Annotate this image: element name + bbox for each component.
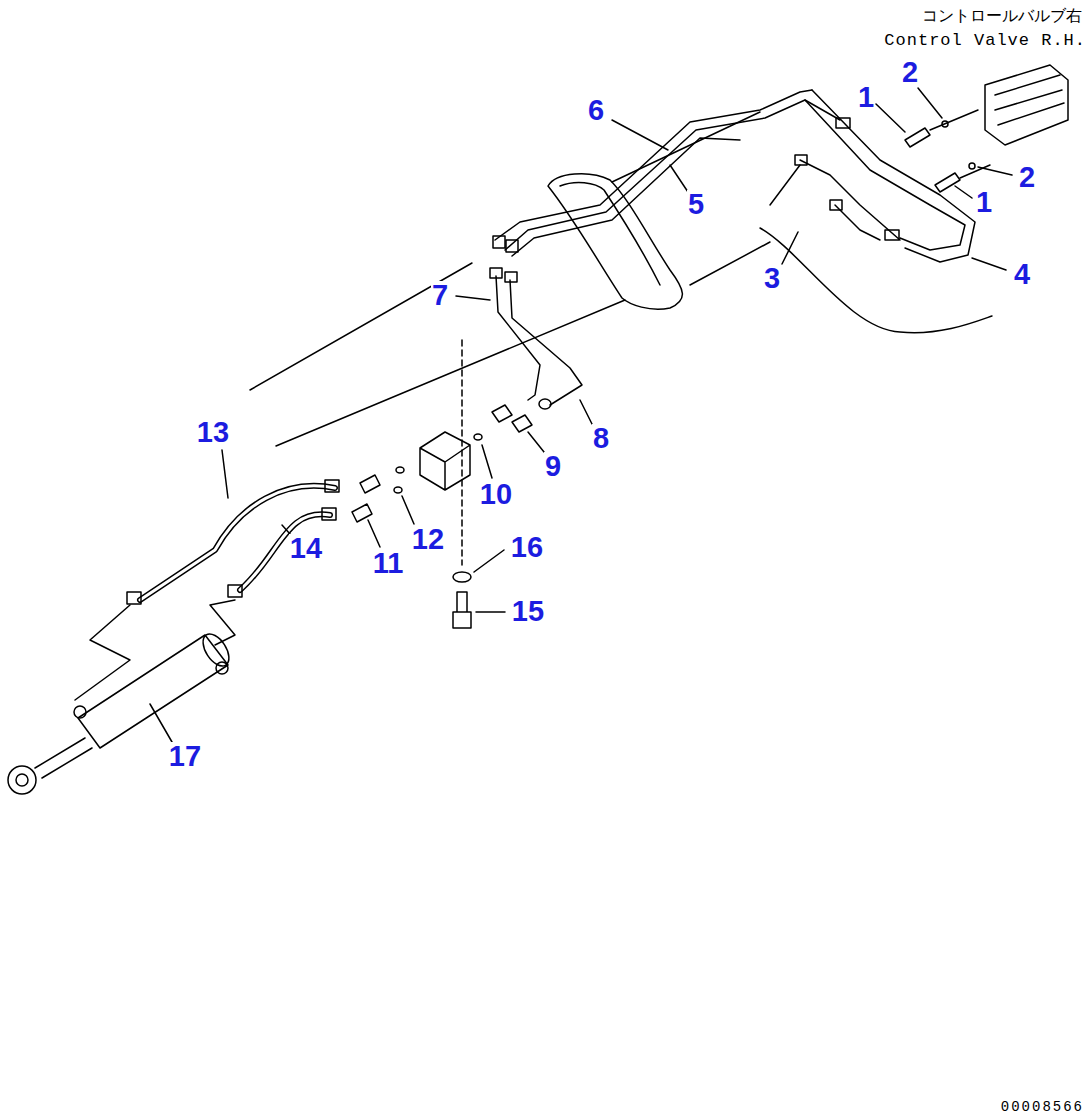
leader [955, 186, 972, 198]
leader [580, 400, 592, 424]
caption-english: Control Valve R.H. [884, 32, 1086, 49]
boom-edge [250, 263, 472, 390]
cylinder-port [74, 706, 86, 718]
leader [210, 600, 235, 645]
washer [453, 572, 471, 582]
hose [140, 486, 335, 600]
rod-eye [8, 766, 36, 794]
callout-number: 13 [196, 418, 230, 447]
pipe [512, 138, 740, 256]
callout-number: 2 [1018, 163, 1036, 192]
leader [456, 296, 490, 300]
cylinder-port [216, 662, 228, 674]
fitting [493, 236, 505, 248]
leader [918, 88, 942, 118]
hose-nut [325, 480, 339, 492]
fitting [506, 240, 518, 252]
leader [476, 611, 505, 613]
callout-number: 5 [687, 190, 705, 219]
boom-edge [760, 228, 992, 333]
cylinder [198, 629, 234, 670]
callout-number: 15 [511, 597, 545, 626]
callout-number: 12 [411, 525, 445, 554]
leader [368, 520, 380, 547]
pipe [495, 90, 812, 240]
drawing-number: 00008566 [1001, 1100, 1084, 1114]
cylinder-rod [35, 738, 92, 778]
fitting [539, 399, 551, 409]
pipe [505, 100, 840, 250]
bolt [453, 592, 471, 628]
callout-number: 1 [857, 83, 875, 112]
o-ring [474, 434, 482, 440]
fitting [935, 173, 960, 192]
leader [528, 432, 544, 452]
callout-number: 2 [901, 58, 919, 87]
control-valve [985, 65, 1068, 145]
pipe [496, 276, 540, 400]
callout-number: 10 [479, 480, 513, 509]
fitting [885, 230, 899, 240]
pipe [800, 160, 900, 240]
o-ring [396, 467, 404, 473]
leader [482, 445, 492, 478]
callout-number: 6 [587, 96, 605, 125]
boom-flange [560, 183, 660, 285]
leader [612, 120, 668, 150]
leader [75, 605, 130, 700]
fitting [352, 504, 372, 522]
control-valve [995, 75, 1064, 125]
rod-eye [16, 774, 28, 786]
fitting [795, 155, 807, 165]
boom-edge [690, 242, 770, 285]
callout-number: 17 [168, 742, 202, 771]
callout-number: 4 [1013, 260, 1031, 289]
leader [978, 167, 1012, 175]
fitting [505, 272, 517, 282]
o-ring [394, 487, 402, 493]
leader [150, 704, 172, 742]
hose [240, 514, 330, 590]
leader [972, 258, 1006, 270]
fitting [490, 268, 502, 278]
callout-number: 7 [431, 281, 449, 310]
plug [969, 163, 975, 169]
callout-number: 14 [289, 534, 323, 563]
leader [474, 550, 504, 572]
callout-number: 9 [544, 452, 562, 481]
callout-number: 1 [975, 188, 993, 217]
callout-number: 8 [592, 424, 610, 453]
fitting [830, 200, 842, 210]
caption-japanese: コントロールバルブ右 [922, 8, 1082, 24]
hose [140, 486, 335, 600]
hose [240, 514, 330, 590]
leader [670, 165, 688, 192]
leader [782, 232, 798, 264]
center-line [461, 340, 463, 565]
fitting [360, 475, 380, 493]
pipe [812, 90, 975, 262]
hose-nut [127, 592, 141, 604]
fitting [492, 405, 512, 422]
leader [876, 104, 905, 132]
callout-number: 11 [372, 549, 405, 578]
fitting [905, 128, 930, 147]
fitting [836, 118, 850, 128]
leader [222, 450, 228, 498]
pipe [510, 280, 582, 405]
hose-nut [228, 585, 242, 597]
fitting [512, 415, 532, 432]
boom-edge [770, 165, 800, 205]
boom-flange [548, 174, 682, 309]
callout-number: 16 [510, 533, 544, 562]
callout-number: 3 [763, 264, 781, 293]
leader [402, 496, 414, 524]
hose-nut [322, 508, 336, 520]
